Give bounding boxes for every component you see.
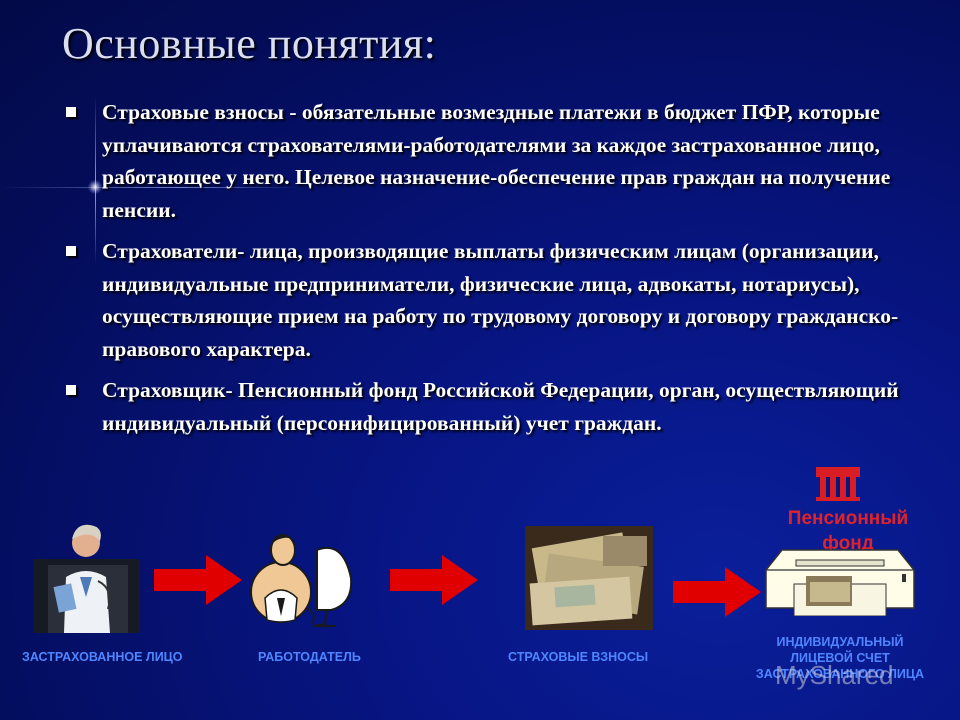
bullet-list: Страховые взносы - обязательные возмездн… — [66, 96, 916, 448]
bullet-square-icon — [66, 385, 76, 395]
account-printer-icon — [765, 549, 915, 616]
employer-caption: РАБОТОДАТЕЛЬ — [258, 650, 361, 664]
bullet-square-icon — [66, 107, 76, 117]
bullet-text: Страховые взносы - обязательные возмездн… — [102, 100, 891, 222]
bullet-item: Страховщик- Пенсионный фонд Российской Ф… — [66, 374, 916, 439]
pension-fund-logo-icon — [816, 467, 860, 501]
banknotes-photo-icon — [525, 526, 653, 630]
arrow-right-icon — [154, 555, 242, 605]
insured-person-caption: ЗАСТРАХОВАННОЕ ЛИЦО — [22, 650, 183, 664]
employer-figure-icon — [250, 534, 353, 627]
bullet-square-icon — [66, 246, 76, 256]
bullet-item: Страхователи- лица, производящие выплаты… — [66, 235, 916, 365]
decorative-glow — [88, 180, 102, 194]
bullet-item: Страховые взносы - обязательные возмездн… — [66, 96, 916, 226]
contributions-caption: СТРАХОВЫЕ ВЗНОСЫ — [508, 650, 649, 664]
bullet-text: Страховщик- Пенсионный фонд Российской Ф… — [102, 378, 899, 435]
pension-fund-label: Пенсионный фонд — [787, 508, 909, 554]
decorative-horizontal-line — [0, 187, 300, 188]
arrow-right-icon — [390, 555, 478, 605]
doctor-figure-icon — [34, 524, 140, 633]
slide-title: Основные понятия: — [62, 19, 437, 68]
watermark: MyShared — [775, 660, 894, 690]
bullet-text: Страхователи- лица, производящие выплаты… — [102, 239, 899, 361]
arrow-right-icon — [673, 567, 761, 617]
personal-account-caption: ИНДИВИДУАЛЬНЫЙ ЛИЦЕВОЙ СЧЕТ ЗАСТРАХОВАНН… — [755, 635, 925, 681]
